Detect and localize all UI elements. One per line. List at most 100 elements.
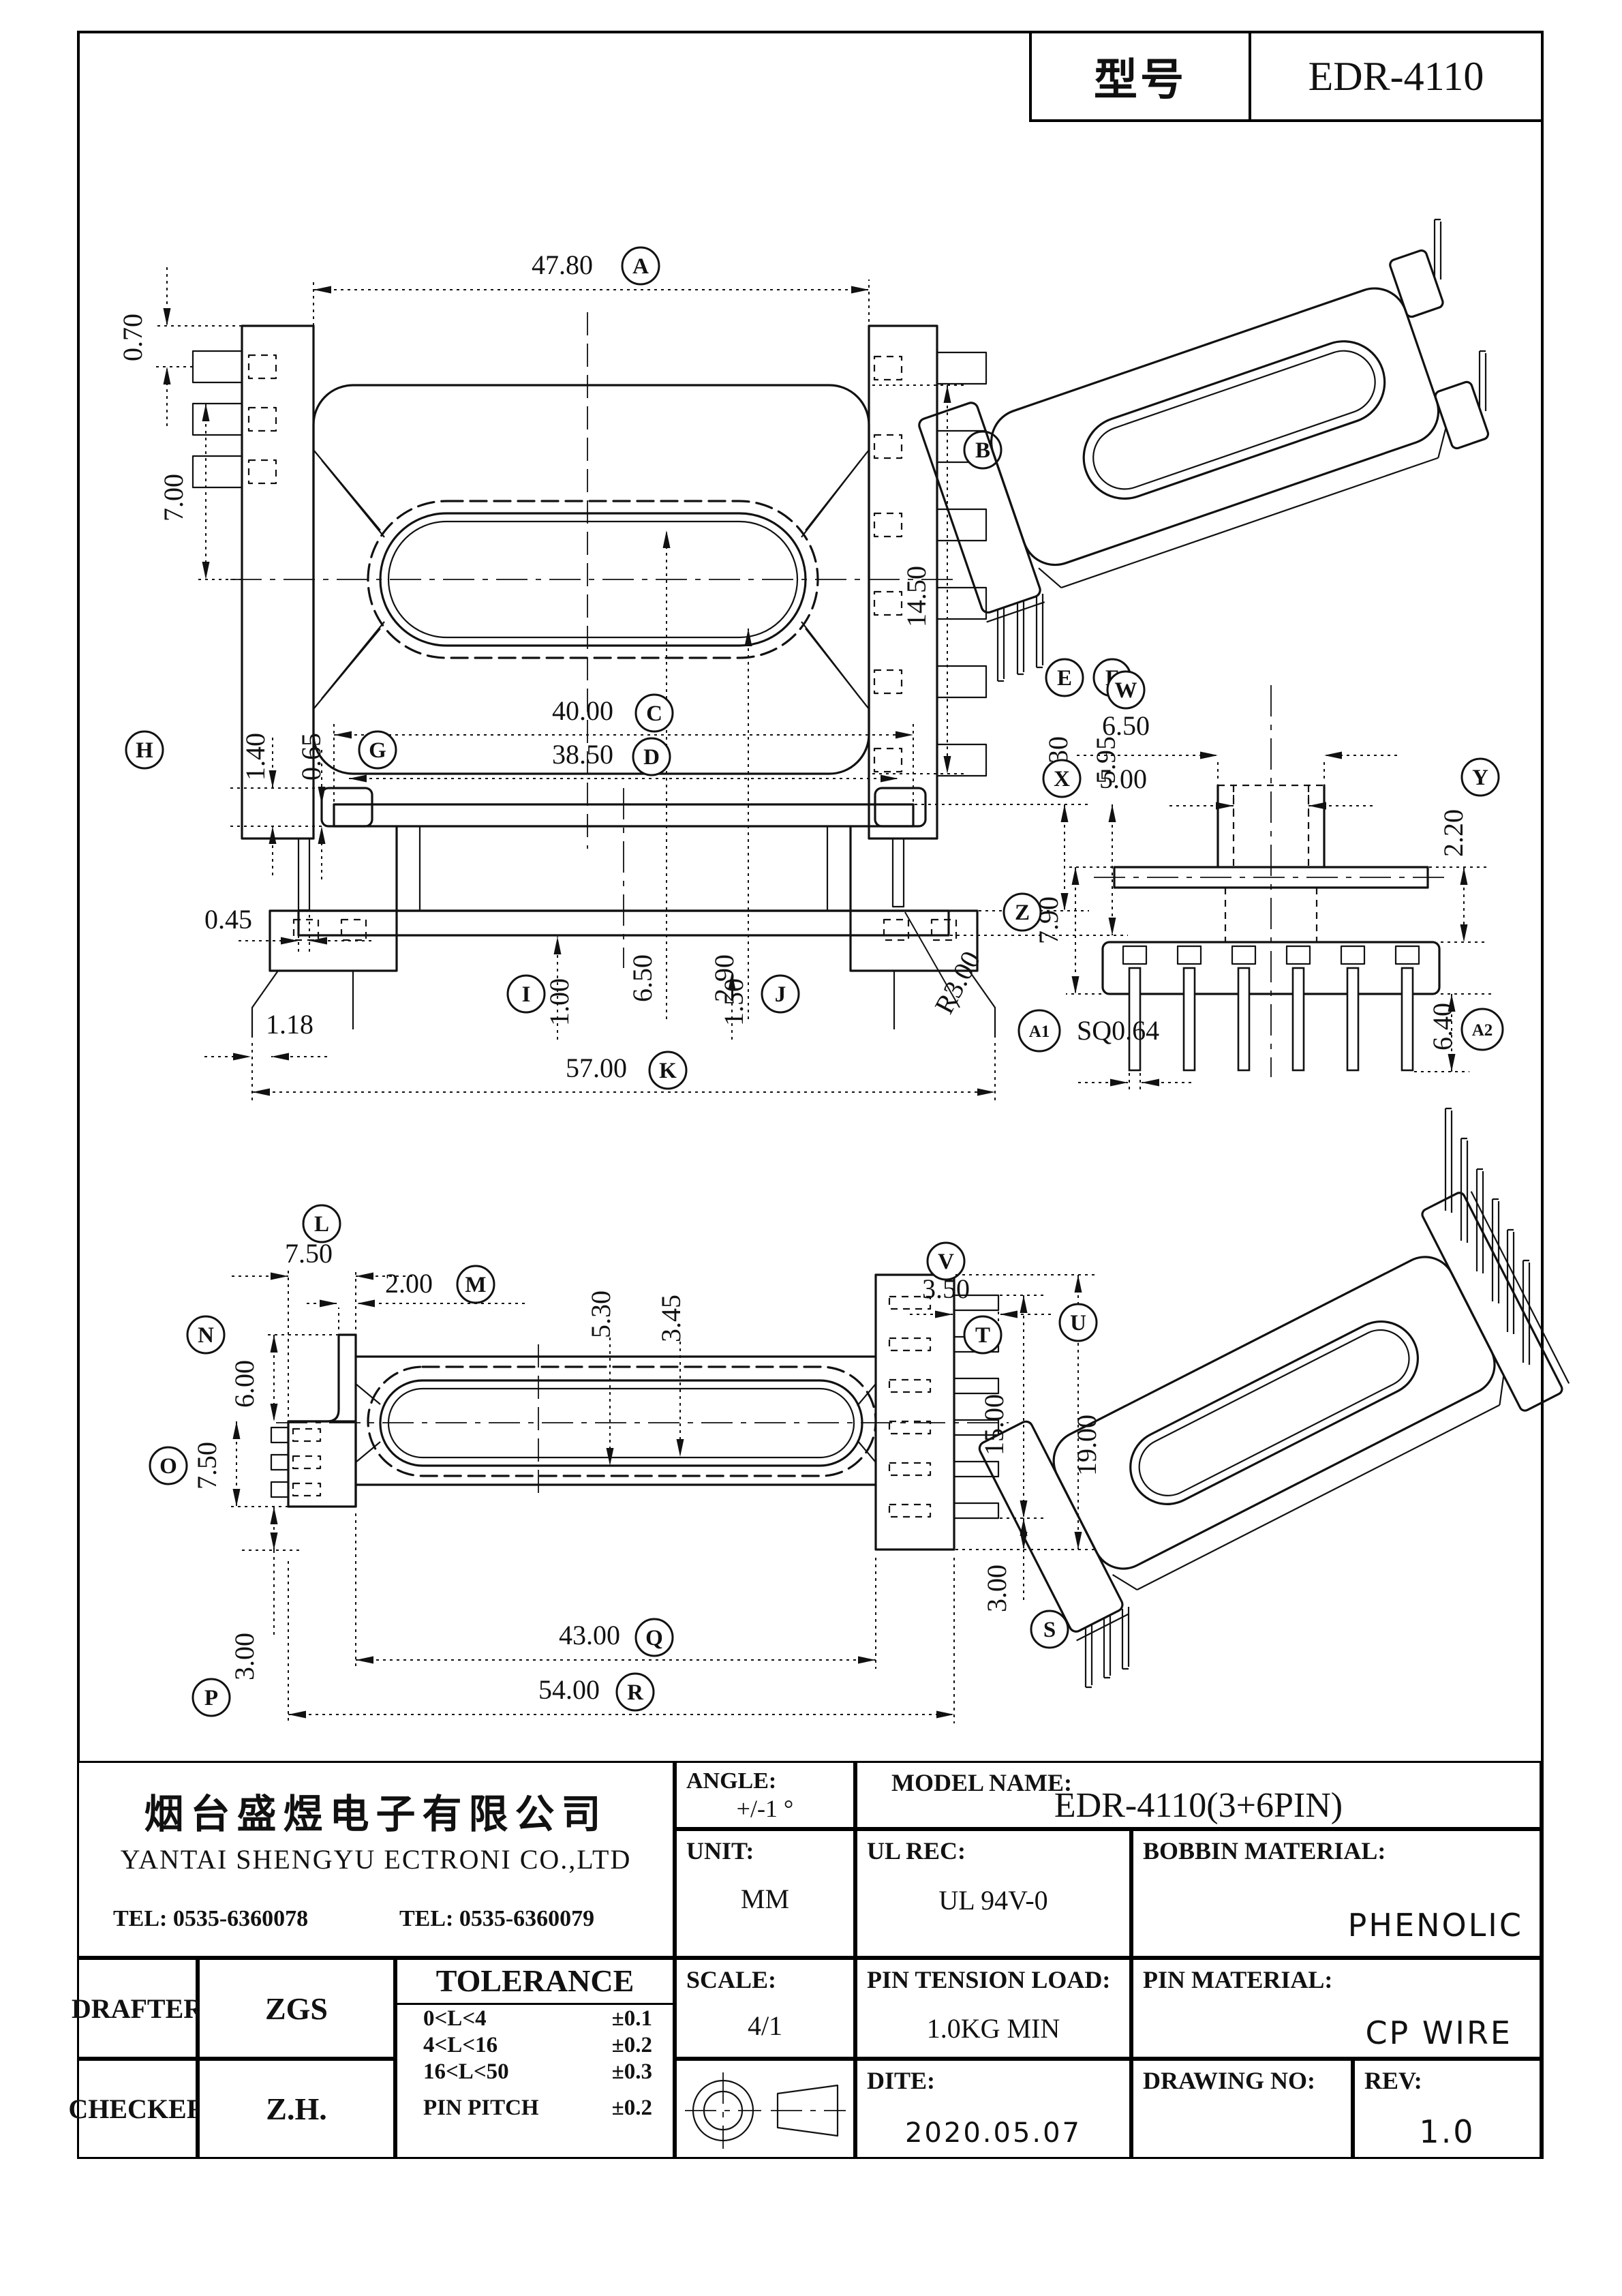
svg-text:J: J	[775, 982, 786, 1007]
company-tel-2: TEL: 0535-6360079	[399, 1906, 595, 1931]
bottom-view-body	[270, 1273, 1000, 1551]
iso2-slab	[978, 1191, 1570, 1642]
svg-text:W: W	[1115, 678, 1137, 703]
tolerance-cell: TOLERANCE 0<L<4 ±0.1 4<L<16 ±0.2 16<L<50…	[395, 1958, 675, 2159]
projection-symbols-cell	[675, 2059, 855, 2159]
svg-text:Q: Q	[645, 1626, 663, 1650]
svg-text:O: O	[159, 1454, 177, 1479]
model-label: 型号	[1032, 33, 1251, 119]
front-view-dimensions: 40.00 C 38.50 D H 1.40 G 0.65 E 4.30 F 5…	[125, 658, 1132, 1103]
angle-cell: ANGLE: +/-1 °	[675, 1761, 855, 1829]
dim-value: 7.50	[192, 1442, 222, 1490]
front-view-body	[251, 787, 996, 1038]
dim-value: 5.30	[585, 1290, 616, 1338]
svg-text:R: R	[627, 1680, 644, 1705]
svg-text:U: U	[1070, 1311, 1086, 1335]
svg-text:C: C	[646, 701, 662, 726]
iso2-pins	[1084, 1107, 1531, 1689]
svg-text:P: P	[204, 1686, 218, 1710]
svg-text:B: B	[975, 438, 990, 463]
tolerance-range: 4<L<16	[423, 2033, 498, 2057]
dim-value: SQ0.64	[1077, 1015, 1159, 1046]
cone-projection-icon	[776, 2084, 839, 2137]
bobbin-material-label: BOBBIN MATERIAL:	[1143, 1837, 1386, 1864]
dim-value: 43.00	[559, 1620, 620, 1650]
drafter-value-cell: ZGS	[198, 1958, 395, 2059]
dim-tag-m: M	[456, 1265, 495, 1304]
ul-rec-label: UL REC:	[867, 1837, 966, 1864]
dim-value: 6.40	[1427, 1003, 1458, 1051]
iso-view-bottom	[978, 1107, 1570, 1689]
dim-value: 7.00	[158, 474, 189, 522]
tolerance-range: PIN PITCH	[423, 2096, 539, 2120]
rev-label: REV:	[1364, 2067, 1422, 2094]
dim-value: 5.00	[1099, 764, 1147, 794]
dim-value: 3.50	[922, 1273, 970, 1304]
svg-text:H: H	[136, 738, 153, 763]
dim-tag-v: V	[926, 1241, 966, 1281]
dim-tag-l: L	[302, 1204, 341, 1243]
title-block-table: 烟台盛煜电子有限公司 YANTAI SHENGYU ECTRONI CO.,LT…	[68, 1761, 1544, 2159]
side-view-body	[1101, 784, 1441, 1072]
dim-tag-s: S	[1030, 1610, 1069, 1649]
pin-tension-cell: PIN TENSION LOAD: 1.0KG MIN	[855, 1958, 1131, 2059]
dim-tag-w: W	[1106, 670, 1146, 710]
drawing-no-label: DRAWING NO:	[1143, 2067, 1316, 2094]
dim-value: 0.70	[117, 314, 148, 361]
dim-value: 6.00	[229, 1360, 260, 1408]
dim-value: 47.80	[532, 250, 593, 280]
drafter-value: ZGS	[264, 1991, 328, 2026]
tolerance-header: TOLERANCE	[397, 1963, 673, 2005]
bottom-view: L 7.50 2.00 M 5.30 3.45 V 3.50 N 6	[149, 1204, 1102, 1723]
dim-value: 7.90	[1033, 896, 1064, 944]
svg-text:E: E	[1057, 666, 1072, 691]
company-cell: 烟台盛煜电子有限公司 YANTAI SHENGYU ECTRONI CO.,LT…	[77, 1761, 675, 1958]
pin-material-value: CP WIRE	[1365, 2014, 1512, 2051]
iso1-pins	[996, 218, 1487, 682]
front-view: 40.00 C 38.50 D H 1.40 G 0.65 E 4.30 F 5…	[125, 658, 1132, 1103]
side-view: W 6.50 X 5.00 Y 2.20 Z 7.90	[1003, 670, 1504, 1092]
dim-value: 6.50	[1102, 710, 1150, 741]
bobbin-material-cell: BOBBIN MATERIAL: PHENOLIC	[1131, 1829, 1542, 1958]
marker-defs	[0, 0, 7, 7]
dim-tag-z: Z	[1003, 892, 1042, 932]
drawing-no-cell: DRAWING NO:	[1131, 2059, 1353, 2159]
svg-text:I: I	[522, 982, 531, 1007]
dim-tag-a1: A1	[1017, 1009, 1061, 1053]
dim-value: 1.40	[240, 733, 271, 781]
dim-tag-k: K	[648, 1051, 688, 1090]
dim-tag-p: P	[192, 1678, 231, 1717]
dim-value: 3.00	[981, 1565, 1012, 1612]
dim-tag-q: Q	[634, 1618, 674, 1657]
checker-value-cell: Z.H.	[198, 2059, 395, 2159]
dim-tag-j: J	[761, 974, 800, 1014]
unit-label: UNIT:	[686, 1837, 754, 1864]
dim-tag-x: X	[1042, 759, 1082, 798]
svg-text:G: G	[369, 738, 386, 763]
model-value: EDR-4110	[1308, 53, 1484, 99]
svg-text:A2: A2	[1472, 1021, 1493, 1040]
tolerance-rows: 0<L<4 ±0.1 4<L<16 ±0.2 16<L<50 ±0.3 PIN …	[397, 2005, 673, 2121]
company-name-en: YANTAI SHENGYU ECTRONI CO.,LTD	[120, 1844, 632, 1875]
dim-tag-c: C	[634, 693, 674, 733]
rev-cell: REV: 1.0	[1353, 2059, 1542, 2159]
rev-value: 1.0	[1419, 2113, 1475, 2150]
tolerance-value: ±0.1	[611, 2006, 652, 2031]
svg-text:D: D	[643, 745, 660, 770]
dim-value: 2.20	[1438, 809, 1469, 857]
dim-value: 2.00	[385, 1268, 433, 1299]
dim-value: 6.50	[627, 954, 658, 1002]
date-cell: DITE: 2020.05.07	[855, 2059, 1131, 2159]
iso-view-top	[918, 218, 1490, 682]
bobbin-material-value: PHENOLIC	[1347, 1907, 1523, 1944]
unit-cell: UNIT: MM	[675, 1829, 855, 1958]
svg-text:K: K	[659, 1059, 677, 1083]
checker-value: Z.H.	[266, 2091, 327, 2126]
dim-tag-a2: A2	[1460, 1008, 1504, 1051]
scale-label: SCALE:	[686, 1966, 777, 1993]
tolerance-range: 0<L<4	[423, 2006, 487, 2031]
svg-text:N: N	[198, 1323, 214, 1348]
svg-text:Y: Y	[1472, 766, 1488, 790]
svg-text:L: L	[314, 1212, 329, 1237]
